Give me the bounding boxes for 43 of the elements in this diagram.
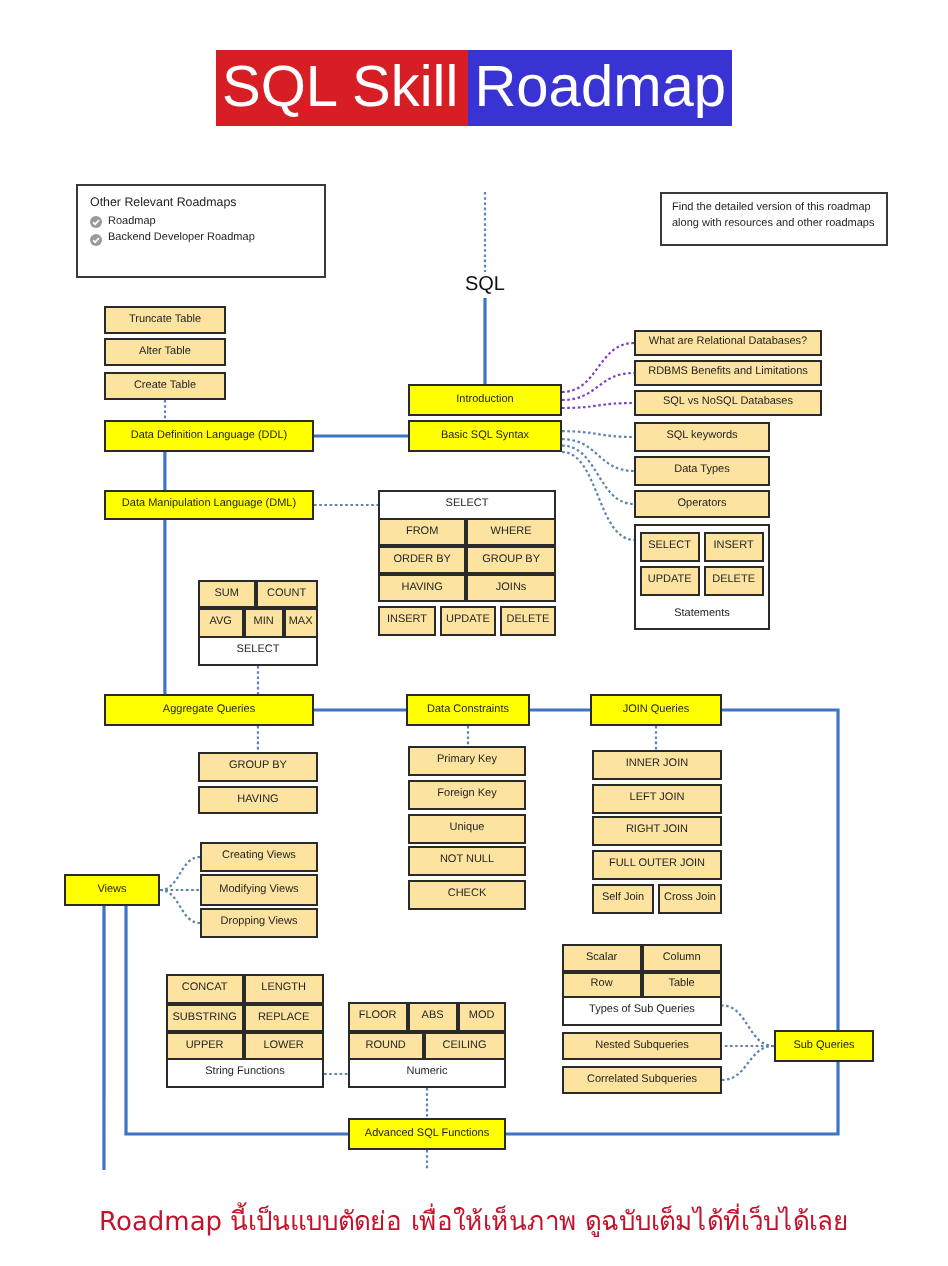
connector-line	[722, 1044, 774, 1048]
connector-line	[314, 434, 408, 438]
info-panel	[76, 184, 326, 278]
connector-line	[163, 400, 167, 420]
connector-line	[124, 906, 348, 1136]
group-box	[634, 524, 770, 630]
connector-line	[314, 708, 406, 712]
connector-line	[159, 888, 201, 925]
connector-line	[562, 401, 634, 410]
connector-line	[721, 1044, 775, 1082]
connector-line	[562, 430, 634, 439]
topic-label: SQL	[456, 272, 514, 298]
caption: Roadmap นี้เป็นแบบตัดย่อ เพื่อให้เห็นภาพ ดูฉบับเต็มได้ที่เว็บได้เลย	[99, 1200, 849, 1242]
connector-line	[163, 520, 167, 694]
connector-line	[324, 1072, 348, 1076]
title-banner: SQL Skill Roadmap	[216, 50, 732, 126]
connector-line	[654, 726, 658, 750]
group-box	[562, 944, 722, 1026]
connector-line	[160, 888, 200, 892]
connector-line	[561, 371, 635, 402]
connector-line	[159, 855, 201, 892]
group-box	[198, 580, 318, 666]
connector-line	[256, 666, 260, 694]
connector-line	[466, 726, 470, 746]
connector-line	[256, 726, 260, 752]
connector-line	[425, 1088, 429, 1118]
connector-line	[163, 452, 167, 490]
connector-line	[561, 438, 635, 473]
connector-line	[561, 341, 635, 394]
connector-line	[561, 444, 635, 506]
connector-line	[721, 1004, 775, 1048]
connector-line	[102, 906, 106, 1170]
connector-line	[314, 503, 378, 507]
connector-line	[483, 298, 487, 384]
connector-line	[425, 1150, 429, 1170]
connector-line	[483, 192, 487, 272]
connector-line	[530, 708, 590, 712]
group-box	[348, 1002, 506, 1088]
connector-line	[722, 708, 840, 1030]
group-box	[166, 974, 324, 1088]
connector-line	[506, 1062, 840, 1136]
connector-line	[561, 450, 635, 541]
group-box	[378, 490, 556, 602]
